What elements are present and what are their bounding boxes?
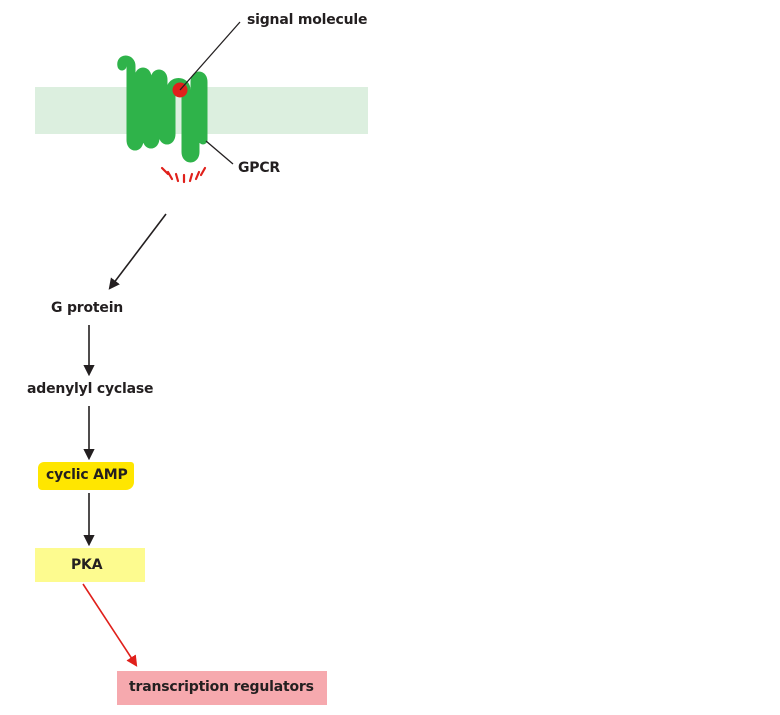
arrow-receptor-to-gprotein bbox=[108, 213, 167, 290]
cyclic-amp-highlight bbox=[38, 462, 134, 490]
gpcr-leader bbox=[205, 140, 234, 165]
gpcr-label: GPCR bbox=[238, 160, 281, 176]
gpcr-receptor bbox=[117, 55, 208, 163]
cyclic-amp-label: cyclic AMP bbox=[46, 467, 128, 483]
pka-highlight bbox=[35, 548, 145, 582]
transcription-regulators-highlight bbox=[117, 671, 327, 705]
g-protein-label: G protein bbox=[51, 300, 124, 316]
adenylyl-cyclase-label: adenylyl cyclase bbox=[27, 381, 154, 397]
signal-molecule-label: signal molecule bbox=[247, 12, 368, 28]
pka-label: PKA bbox=[71, 557, 103, 573]
activation-marks bbox=[160, 166, 207, 184]
signal-molecule-leader bbox=[179, 21, 241, 91]
transcription-regulators-label: transcription regulators bbox=[129, 679, 314, 695]
arrow-pka-to-transcription bbox=[82, 583, 138, 667]
